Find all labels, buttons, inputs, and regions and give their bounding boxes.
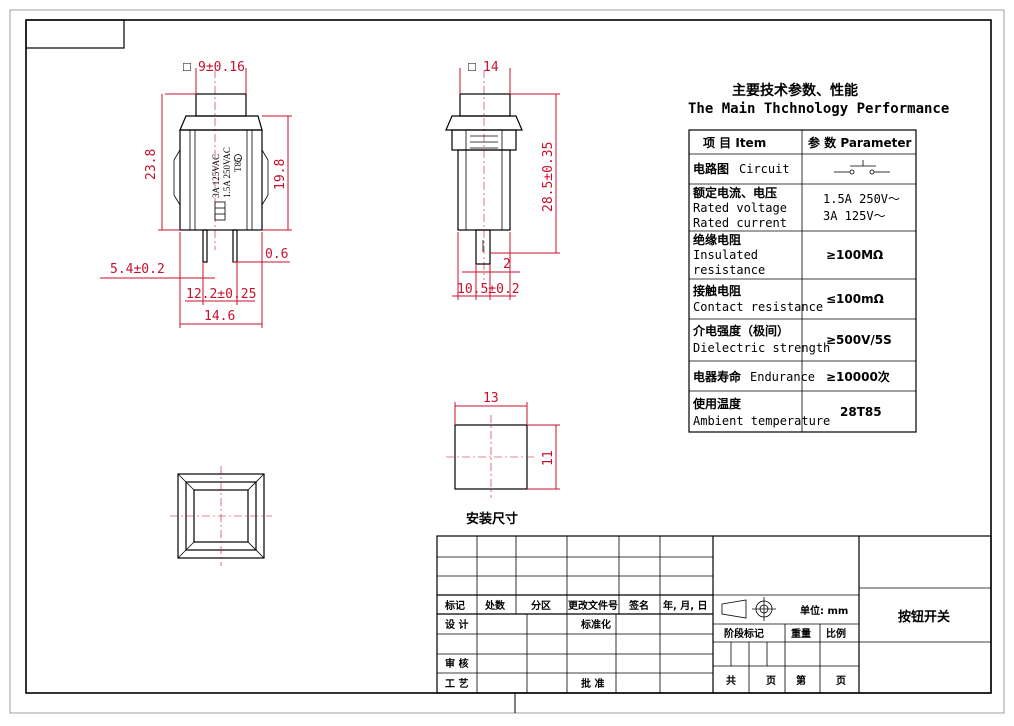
spec-insulated-en1: Insulated [693, 248, 758, 262]
tb-change-doc: 更改文件号 [568, 599, 618, 612]
spec-contact-value: ≤100mΩ [826, 292, 884, 306]
spec-rated-cn: 额定电流、电压 [693, 185, 777, 200]
tb-date: 年, 月, 日 [663, 599, 708, 612]
panel-cutout: 13 11 安装尺寸 [446, 391, 560, 526]
tb-standardize: 标准化 [580, 618, 611, 631]
circuit-switch-symbol [834, 160, 890, 175]
spec-insulated-en2: resistance [693, 263, 765, 277]
dim-front-width-symbol: □ [183, 59, 191, 74]
title-block: 标记 处数 分区 更改文件号 签名 年, 月, 日 设 计 标准化 审 核 工 … [436, 535, 992, 694]
dim-front-height: 23.8 [144, 149, 159, 180]
spec-temperature-en: Ambient temperature [693, 414, 830, 428]
front-view: 3A 125VAC 1.5A 250VAC T85 □ 9±0.16 23.8 … [100, 59, 292, 328]
tb-page: 页 [836, 675, 846, 687]
spec-dielectric-cn: 介电强度（极间） [692, 323, 789, 338]
spec-header-param: 参 数 Parameter [808, 135, 911, 150]
dim-front-width: 9±0.16 [198, 60, 245, 75]
body-marking-1: 3A 125VAC [211, 154, 221, 198]
spec-rated-en1: Rated voltage [693, 201, 787, 215]
dim-side-width-symbol: □ [468, 59, 476, 74]
body-marking-3: T85 [233, 157, 243, 172]
dim-pin-thickness: 0.6 [265, 247, 288, 262]
tb-mark: 标记 [444, 599, 465, 612]
projection-symbol-icon [721, 597, 776, 621]
dim-cutout-width: 13 [483, 391, 499, 406]
spec-rated-value1: 1.5A 250V～ [823, 192, 900, 206]
dim-side-width: 14 [483, 60, 499, 75]
tb-design: 设 计 [445, 618, 468, 631]
tb-product-name: 按钮开关 [898, 609, 950, 625]
spec-endurance-en: Endurance [750, 370, 815, 384]
tb-total: 共 [726, 674, 736, 687]
tb-scale: 比例 [826, 627, 846, 640]
cutout-label: 安装尺寸 [466, 511, 518, 526]
top-view [170, 466, 272, 566]
spec-endurance-cn: 电器寿命 [693, 369, 742, 384]
spec-contact-cn: 接触电阻 [693, 283, 741, 298]
spec-rated-value2: 3A 125V～ [823, 209, 886, 223]
dim-side-pin-span: 10.5±0.2 [457, 282, 520, 297]
tb-unit: 单位: mm [800, 604, 848, 617]
tb-zone: 分区 [531, 599, 551, 612]
dim-base-width: 14.6 [204, 309, 235, 324]
tb-approve: 批 准 [581, 677, 604, 690]
spec-dielectric-value: ≥500V/5S [826, 333, 892, 347]
spec-rated-en2: Rated current [693, 216, 787, 230]
dim-side-pin-width: 2 [503, 257, 511, 272]
tb-number: 第 [796, 674, 806, 687]
spec-title-en: The Main Thchnology Performance [688, 101, 949, 117]
spec-endurance-value: ≥10000次 [826, 369, 890, 384]
tb-weight: 重量 [791, 627, 811, 640]
corner-box [25, 19, 125, 49]
spec-temperature-value: 28T85 [840, 405, 882, 419]
dim-cutout-height: 11 [541, 450, 556, 466]
tb-location: 处数 [484, 599, 506, 612]
spec-table: 主要技术参数、性能 The Main Thchnology Performanc… [688, 82, 949, 433]
spec-insulated-value: ≥100MΩ [826, 248, 883, 262]
tb-signature: 签名 [628, 599, 649, 612]
spec-temperature-cn: 使用温度 [692, 396, 742, 411]
spec-circuit-en: Circuit [739, 162, 790, 176]
side-view: □ 14 28.5±0.35 2 10.5±0.2 [445, 59, 560, 300]
spec-header-item: 项 目 Item [703, 136, 766, 150]
spec-insulated-cn: 绝缘电阻 [693, 232, 741, 247]
spec-circuit-cn: 电路图 [693, 161, 729, 176]
spec-dielectric-en: Dielectric strength [693, 341, 830, 355]
tb-process: 工 艺 [445, 677, 468, 690]
outer-frame [9, 9, 1005, 714]
body-marking-2: 1.5A 250VAC [222, 147, 232, 198]
tb-stage-mark: 阶段标记 [724, 627, 764, 640]
dim-side-height: 28.5±0.35 [541, 142, 556, 212]
spec-title-cn: 主要技术参数、性能 [732, 82, 858, 99]
dim-front-body-height: 19.8 [273, 159, 288, 190]
inner-frame [25, 19, 992, 694]
tb-sheet: 页 [766, 675, 776, 687]
tb-review: 审 核 [445, 657, 468, 670]
dim-pin-span: 12.2±0.25 [186, 287, 256, 302]
spec-contact-en: Contact resistance [693, 300, 823, 314]
dim-pin-offset: 5.4±0.2 [110, 262, 165, 277]
